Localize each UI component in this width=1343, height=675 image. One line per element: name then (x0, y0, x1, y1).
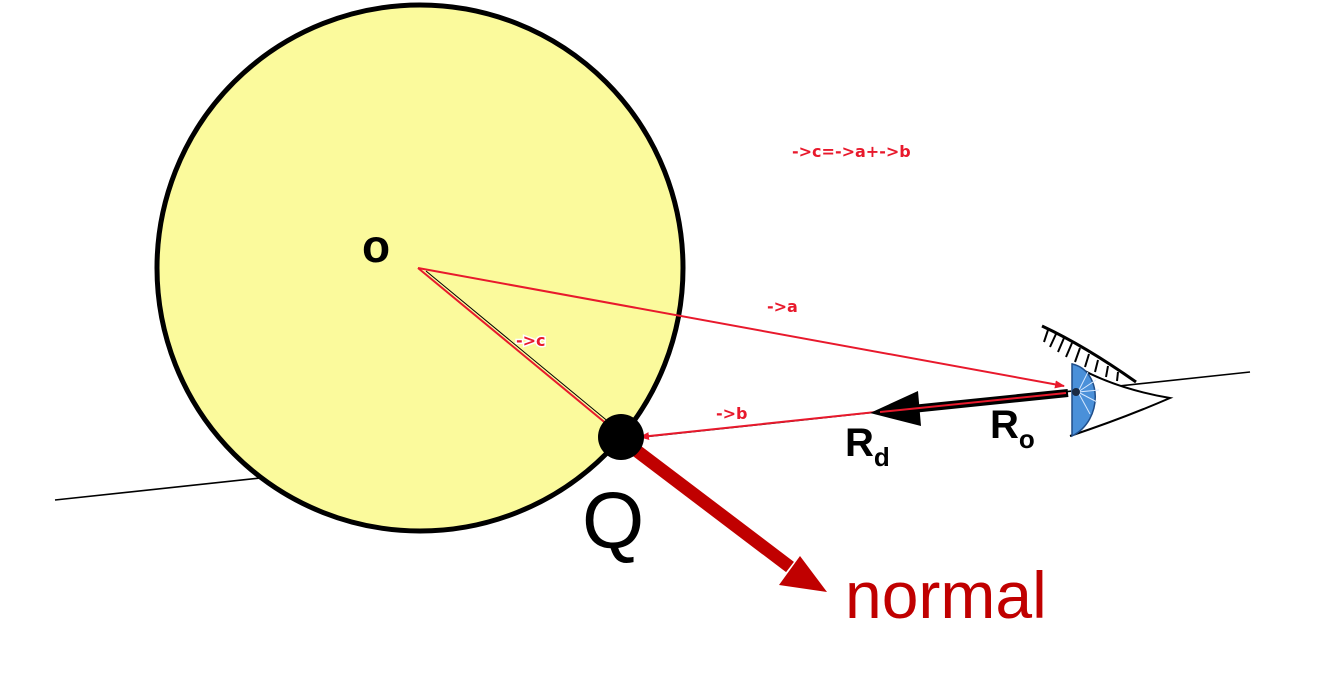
normal-label: normal (845, 558, 1047, 632)
center-label: o (362, 220, 390, 272)
vector-a (417, 267, 1065, 389)
vector-equation: ->c=->a+->b (792, 142, 911, 161)
vector-c (417, 267, 615, 431)
ray-direction-sub: d (874, 442, 890, 472)
ray-origin-main: R (990, 403, 1019, 447)
ray-direction-arrow (870, 389, 1069, 426)
vector-c-label: ->c (516, 331, 546, 350)
vector-b-label: ->b (716, 404, 748, 423)
point-q-label: Q (582, 476, 644, 565)
ray-origin-label: Ro (990, 403, 1035, 454)
eye-icon (1041, 324, 1174, 438)
normal-arrow (629, 442, 827, 592)
vector-a-label: ->a (767, 297, 798, 316)
vector-c-shadow (425, 270, 617, 429)
ray-direction-main: R (845, 421, 874, 465)
ray-direction-label: Rd (845, 421, 890, 472)
intersection-point (598, 414, 644, 460)
ray-origin-sub: o (1019, 424, 1035, 454)
